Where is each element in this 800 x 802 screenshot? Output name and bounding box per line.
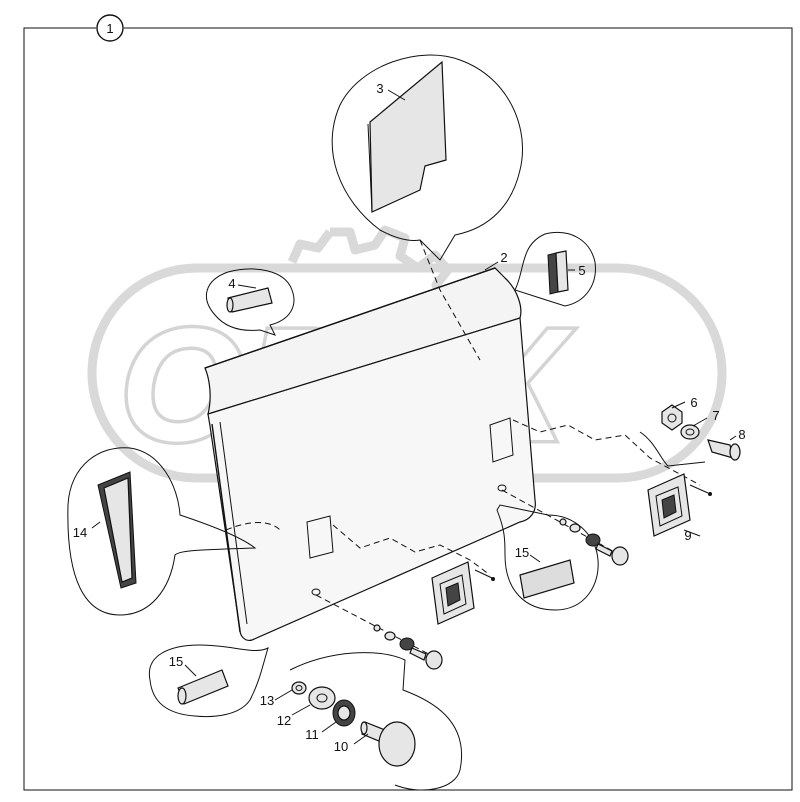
detail-bubble-part-3: 3 [331, 54, 523, 261]
detail-bubble-part-15-right: 15 [496, 504, 599, 611]
diagram-frame [23, 27, 793, 791]
handle-right: 9 [647, 473, 712, 543]
callout-3: 3 [376, 81, 383, 96]
callout-7: 7 [712, 408, 719, 423]
detail-bubble-part-15-left: 15 [148, 644, 269, 718]
handle-left [431, 561, 495, 625]
assembly-ref-badge: 1 [96, 14, 124, 42]
detail-bottom-knob: 13 12 11 10 [260, 652, 462, 791]
callout-13: 13 [260, 693, 274, 708]
callout-5: 5 [578, 263, 585, 278]
callout-15-right: 15 [515, 545, 529, 560]
fastener-set-right: 6 7 8 [639, 395, 746, 467]
callout-15-left: 15 [169, 654, 183, 669]
knob-stack-right [559, 518, 629, 566]
callout-4: 4 [228, 276, 235, 291]
main-panel [204, 267, 536, 641]
knob-stack-left [373, 624, 443, 670]
callout-8: 8 [738, 427, 745, 442]
callout-9: 9 [684, 528, 691, 543]
detail-bubble-part-5: 5 [514, 232, 596, 307]
callout-12: 12 [277, 713, 291, 728]
callout-10: 10 [334, 739, 348, 754]
detail-bubble-part-14: 14 [67, 447, 257, 616]
assembly-ref-number: 1 [106, 21, 113, 36]
callout-6: 6 [690, 395, 697, 410]
callout-14: 14 [73, 525, 87, 540]
callout-2: 2 [500, 250, 507, 265]
callout-11: 11 [305, 727, 319, 742]
detail-bubble-part-4: 4 [206, 268, 295, 336]
